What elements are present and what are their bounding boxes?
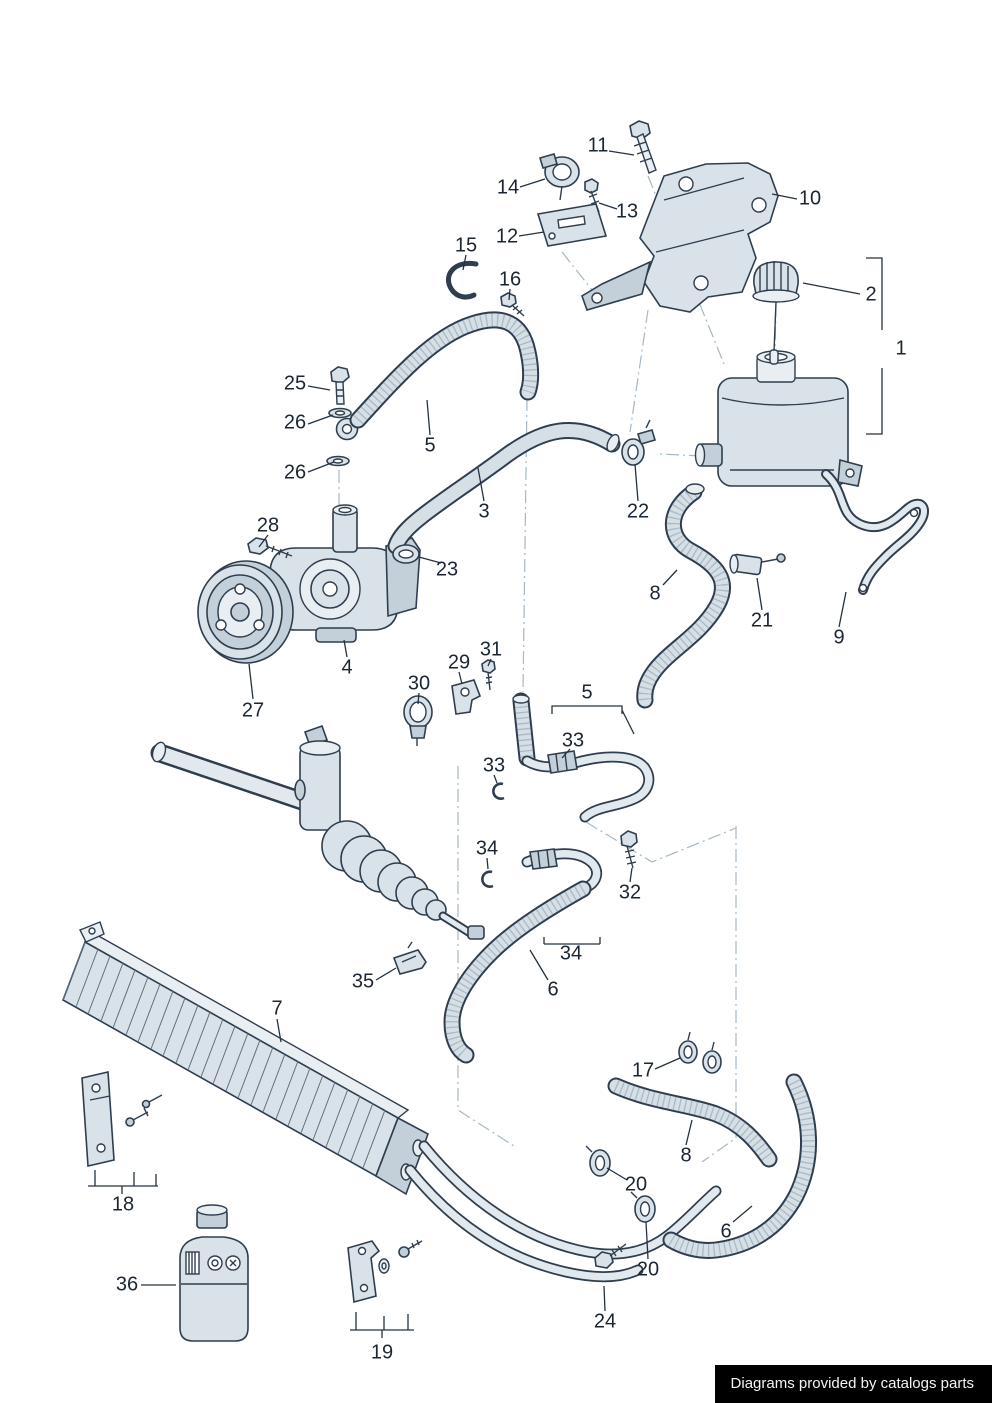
- pulley-27: [197, 560, 294, 664]
- callout-12[interactable]: 12: [495, 225, 519, 248]
- screw-31: [481, 659, 496, 691]
- callout-27[interactable]: 27: [241, 699, 265, 722]
- callout-5-upper[interactable]: 5: [424, 434, 436, 457]
- callout-20-lower[interactable]: 20: [636, 1258, 660, 1281]
- callout-33-right[interactable]: 33: [561, 729, 585, 752]
- hose-6-upper: [443, 880, 592, 1064]
- callout-24[interactable]: 24: [593, 1310, 617, 1333]
- callout-34-upper[interactable]: 34: [475, 837, 499, 860]
- callout-18[interactable]: 18: [111, 1193, 135, 1216]
- pump-4: [269, 504, 421, 643]
- watermark-banner: Diagrams provided by catalogs parts: [714, 1365, 992, 1403]
- bolt-11: [629, 120, 657, 174]
- callout-15[interactable]: 15: [454, 234, 478, 257]
- washer-26-lower: [326, 455, 350, 467]
- pipe-assembly-33: [521, 750, 655, 823]
- callout-9[interactable]: 9: [833, 626, 845, 649]
- callout-26-upper[interactable]: 26: [283, 411, 307, 434]
- screw-16: [500, 292, 525, 317]
- screw-13: [584, 178, 600, 213]
- clamp-20b: [630, 1191, 656, 1223]
- callout-1[interactable]: 1: [895, 337, 907, 360]
- pipe-34: [521, 848, 603, 894]
- reservoir-1: [694, 350, 863, 487]
- bracket-19: [347, 1239, 423, 1304]
- bracket-29: [451, 679, 482, 715]
- banjo-bolt-25: [330, 366, 350, 405]
- callout-14[interactable]: 14: [496, 176, 520, 199]
- clip-35: [392, 941, 427, 975]
- hose-8-lower: [607, 1077, 778, 1168]
- callout-31[interactable]: 31: [479, 638, 503, 661]
- callout-19[interactable]: 19: [370, 1341, 394, 1364]
- clamp-20a: [585, 1145, 611, 1177]
- reservoir-cap-2: [752, 261, 800, 365]
- plate-12: [536, 203, 608, 247]
- callout-36[interactable]: 36: [115, 1273, 139, 1296]
- callout-34-lower[interactable]: 34: [559, 942, 583, 965]
- callout-33-left[interactable]: 33: [482, 754, 506, 777]
- bracket-18: [81, 1071, 163, 1167]
- washer-26-upper: [328, 407, 352, 419]
- callout-5-lower[interactable]: 5: [581, 681, 593, 704]
- callout-26-lower[interactable]: 26: [283, 461, 307, 484]
- callout-25[interactable]: 25: [283, 372, 307, 395]
- callout-10[interactable]: 10: [798, 187, 822, 210]
- circlip-34: [481, 870, 494, 888]
- clamp-17: [678, 1031, 722, 1074]
- bolt-24: [594, 1243, 627, 1269]
- callout-20-upper[interactable]: 20: [624, 1173, 648, 1196]
- hose-5-lower: [512, 692, 536, 767]
- cooler-pipes: [404, 1140, 722, 1283]
- callout-32[interactable]: 32: [618, 881, 642, 904]
- callout-22[interactable]: 22: [626, 500, 650, 523]
- hose-8-upper: [636, 483, 731, 709]
- bolt-32: [620, 830, 638, 869]
- callout-30[interactable]: 30: [407, 672, 431, 695]
- callout-6-upper[interactable]: 6: [547, 978, 559, 1001]
- dipstick: [773, 301, 777, 353]
- bracket-9: [821, 469, 929, 595]
- callout-23[interactable]: 23: [435, 558, 459, 581]
- steering-rack: [150, 724, 485, 940]
- callout-29[interactable]: 29: [447, 651, 471, 674]
- callout-11[interactable]: 11: [587, 134, 609, 157]
- clamp-23: [392, 544, 420, 564]
- callout-21[interactable]: 21: [750, 609, 774, 632]
- callout-8-upper[interactable]: 8: [649, 582, 661, 605]
- fluid-bottle-36: [179, 1204, 249, 1342]
- hose-3: [387, 422, 621, 555]
- circlip-33: [492, 782, 505, 800]
- clamp-14: [539, 153, 580, 201]
- fitting-21: [729, 553, 786, 576]
- callout-6-lower[interactable]: 6: [720, 1220, 732, 1243]
- callout-17[interactable]: 17: [631, 1059, 655, 1082]
- callout-7[interactable]: 7: [271, 997, 283, 1020]
- leader-lines: [88, 150, 883, 1338]
- callout-8-lower[interactable]: 8: [680, 1144, 692, 1167]
- callout-4[interactable]: 4: [341, 656, 353, 679]
- bracket-10: [581, 162, 779, 313]
- callout-28[interactable]: 28: [256, 514, 280, 537]
- callout-35[interactable]: 35: [351, 970, 375, 993]
- clamp-22: [621, 419, 656, 466]
- oil-cooler: [62, 921, 429, 1196]
- clamp-30: [403, 695, 433, 746]
- hose-6-lower: [662, 1073, 817, 1259]
- hose-5-upper: [349, 311, 540, 429]
- callout-2[interactable]: 2: [865, 283, 877, 306]
- callout-16[interactable]: 16: [498, 268, 522, 291]
- construction-lines: [338, 175, 777, 1163]
- callout-3[interactable]: 3: [478, 500, 490, 523]
- callout-13[interactable]: 13: [615, 200, 639, 223]
- clip-15: [445, 260, 479, 300]
- rack-bellows: [321, 820, 447, 921]
